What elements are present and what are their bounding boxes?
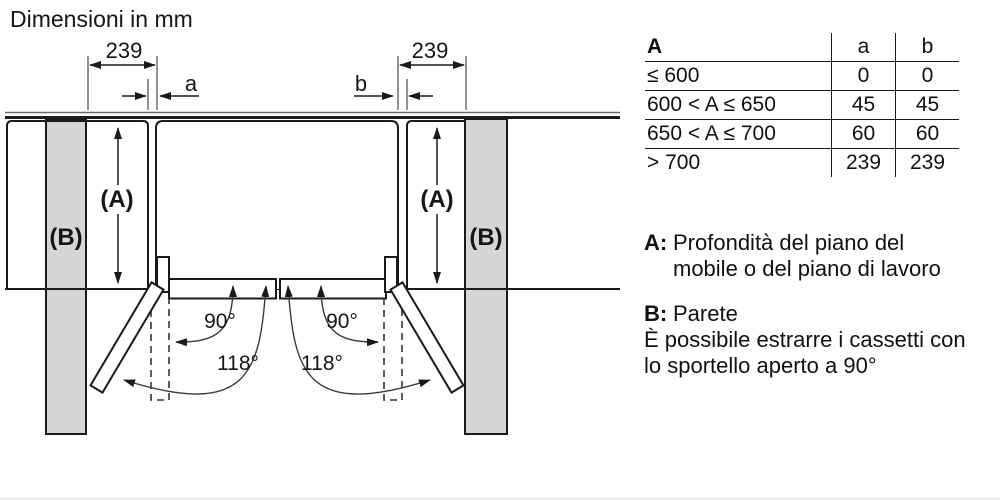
page-title: Dimensioni in mm xyxy=(10,6,193,32)
wall-label-right: (B) xyxy=(469,224,502,251)
table-cell-range: > 700 xyxy=(647,151,701,174)
installation-diagram: 239 239 a b (A) (A) (B) (B) 90° 90° 118°… xyxy=(5,38,620,435)
door-right-90-dashed xyxy=(383,298,403,401)
table-row: 600 < A ≤ 650 45 45 xyxy=(645,90,959,120)
legend-key-a: A: xyxy=(644,230,668,255)
table-cell-range: ≤ 600 xyxy=(645,61,832,91)
depth-label-left: (A) xyxy=(100,186,133,213)
angle-90-right-label: 90° xyxy=(326,310,358,333)
door-left-90-dashed xyxy=(150,298,170,401)
depth-label-right: (A) xyxy=(420,186,453,213)
table-cell-b: 239 xyxy=(895,148,959,177)
dim-239-left-label: 239 xyxy=(106,38,143,63)
countertop-line xyxy=(5,111,620,119)
table-row: > 700 239 239 xyxy=(645,148,959,177)
door-left-closed xyxy=(168,278,277,300)
table-cell-b: 0 xyxy=(895,61,959,91)
table-cell-a: 0 xyxy=(831,61,896,91)
table-header-b: b xyxy=(895,33,959,62)
wall-label-left: (B) xyxy=(49,224,82,251)
angle-118-right-label: 118° xyxy=(301,352,343,375)
dim-239-right-label: 239 xyxy=(412,38,449,63)
table-cell-range: 650 < A ≤ 700 xyxy=(645,119,832,149)
door-right-closed xyxy=(279,278,387,300)
appliance-body xyxy=(155,120,399,289)
depth-arrows xyxy=(114,127,441,284)
table-cell-b: 45 xyxy=(895,90,959,120)
table-cell-a: 60 xyxy=(831,119,896,149)
legend-b-text: Parete xyxy=(673,301,738,326)
table-row: 650 < A ≤ 700 60 60 xyxy=(645,119,959,149)
swing-arcs xyxy=(123,285,431,395)
wall-left xyxy=(45,118,87,435)
cabinet-right xyxy=(406,120,464,289)
legend-entry-b: B: Parete xyxy=(644,301,996,327)
table-row: ≤ 600 0 0 xyxy=(645,61,959,91)
table-cell-range: 600 < A ≤ 650 xyxy=(645,90,832,120)
gap-b-label: b xyxy=(355,71,367,96)
legend-entry-a: A: Profondità del piano del mobile o del… xyxy=(644,230,996,282)
bottom-strip xyxy=(0,497,1000,500)
legend-note-line1: È possibile estrarre i cassetti con xyxy=(644,327,966,352)
angle-90-left-label: 90° xyxy=(204,310,236,333)
legend: A: Profondità del piano del mobile o del… xyxy=(644,230,996,379)
table-cell-b: 60 xyxy=(895,119,959,149)
arc-118-right xyxy=(284,285,431,395)
legend-a-line2: mobile o del piano di lavoro xyxy=(673,256,941,281)
cabinet-left xyxy=(6,120,149,289)
door-left-open xyxy=(89,281,165,394)
gap-a-label: a xyxy=(185,71,198,96)
witness-lines xyxy=(87,56,467,110)
table-cell-a: 239 xyxy=(831,148,896,177)
table-cell-a: 45 xyxy=(831,90,896,120)
clearance-table: A a b ≤ 600 0 0 600 < A ≤ 650 45 45 650 … xyxy=(645,33,959,177)
dimension-lines xyxy=(89,61,465,100)
arc-118-left xyxy=(123,285,270,395)
table-header-a: a xyxy=(831,33,896,62)
legend-a-line1: Profondità del piano del xyxy=(673,230,905,255)
legend-key-b: B: xyxy=(644,301,668,326)
table-header-main: A xyxy=(645,33,832,62)
table-header-row: A a b xyxy=(645,33,959,62)
angle-118-left-label: 118° xyxy=(217,352,259,375)
legend-note-line2: lo sportello aperto a 90° xyxy=(644,353,877,378)
wall-right xyxy=(464,118,508,435)
